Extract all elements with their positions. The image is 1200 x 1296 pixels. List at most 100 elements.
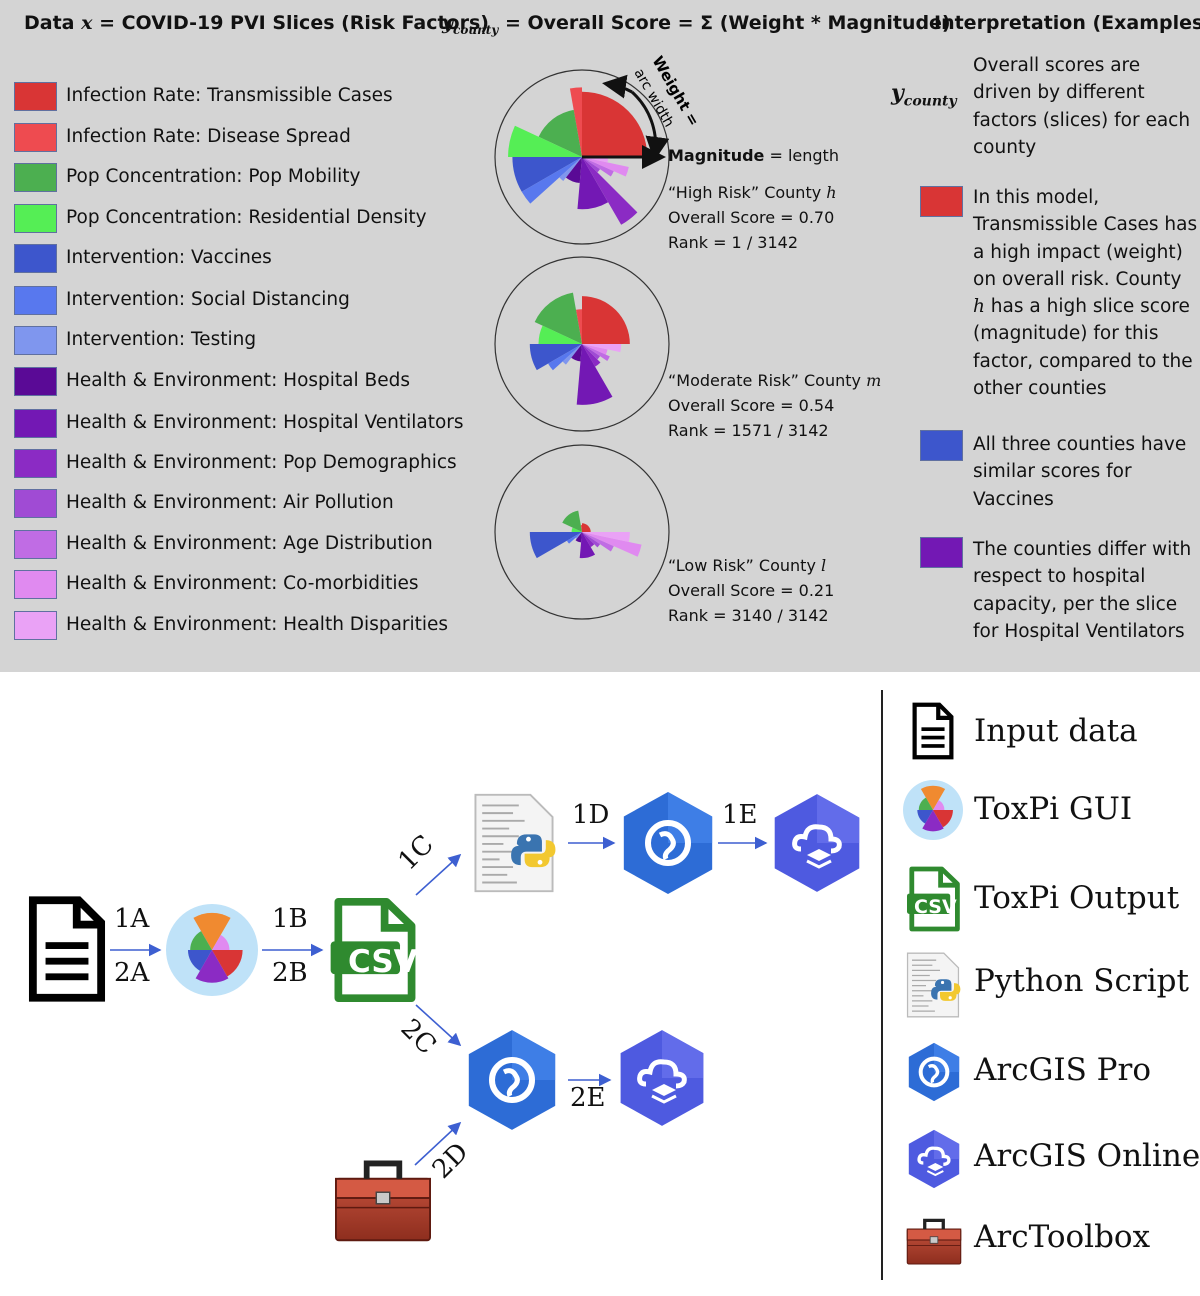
pie-slice [582,157,638,225]
interpretation-text-3: All three counties have similar scores f… [973,434,1187,510]
key-python-script-icon [906,952,962,1018]
legend-label: Health & Environment: Air Pollution [66,492,394,513]
pie-slice [190,931,212,950]
pie-slice [576,344,613,405]
pie-slice [529,532,582,559]
moderate-risk-caption: “Moderate Risk” County m Overall Score =… [668,371,882,440]
legend-swatch [14,244,57,273]
pie-slice [187,950,212,971]
key-divider [881,690,883,1280]
pie-slice [922,810,944,832]
pie-slice [562,510,582,532]
y-county-label: ycounty [891,80,957,110]
legend-swatch [14,82,57,111]
pie-slice [559,157,582,181]
pie-slice [582,157,614,177]
label-1e: 1E [722,800,758,830]
pie-slice [548,344,582,371]
legend-label: Intervention: Testing [66,329,257,350]
pie-slice [933,800,945,810]
pie-slice [534,292,582,344]
pie-slice [582,344,601,360]
pie-slice [582,344,622,353]
pie-outline-circle [494,256,670,432]
toxpi-pie-moderate-risk [494,256,670,432]
legend-label: Health & Environment: Pop Demographics [66,452,457,473]
magnitude-label: Magnitude = length [668,146,839,165]
pie-slice [538,109,582,157]
interpretation-text-4: The counties differ with respect to hosp… [973,539,1192,642]
pie-slice [195,950,229,983]
pie-slice [212,950,243,977]
pie-slice [562,344,582,365]
legend-swatch [14,570,57,599]
pie-slice [582,532,630,542]
pie-slice [569,87,582,157]
legend-label: Health & Environment: Age Distribution [66,533,433,554]
workflow-arrows [110,836,768,1166]
header-overall-score: ycounty = Overall Score = Σ (Weight * Ma… [442,12,951,37]
label-2a: 2A [114,958,150,988]
label-1b: 1B [272,904,308,934]
pie-slice [538,325,582,344]
key-csv-icon-text: CSV [914,896,957,918]
weight-arc-arrow-back [602,74,633,99]
pie-slice [571,527,582,532]
legend-swatch [14,489,57,518]
legend-swatch [14,409,57,438]
legend-swatch [14,123,57,152]
pie-slice [582,344,610,362]
label-2b: 2B [272,958,308,988]
key-label-toxpi-gui: ToxPi GUI [974,791,1133,827]
high-risk-caption: “High Risk” County h Overall Score = 0.7… [668,183,837,252]
interpretation-swatch-vaccines [920,430,963,461]
low-risk-caption: “Low Risk” County l Overall Score = 0.21… [668,556,835,625]
key-document-icon [915,705,952,758]
header-data-slices: Data x = COVID-19 PVI Slices (Risk Facto… [24,12,489,34]
pie-slice [582,532,601,548]
pie-slice [579,532,596,559]
legend-label: Infection Rate: Disease Spread [66,126,351,147]
toxpi-pie-high-risk [494,69,670,245]
pie-slice [933,810,953,828]
toxpi-gui-icon [166,904,258,996]
pie-slice [565,157,582,184]
legend-swatch [14,367,57,396]
pie-slice [212,934,230,950]
csv-icon-text: CSV [348,944,418,980]
legend-swatch [14,530,57,559]
pie-slice [571,344,582,362]
arcgis-pro-icon-2c [468,1030,556,1130]
legend-label: Health & Environment: Hospital Beds [66,370,410,391]
pie-slice [566,532,582,544]
interpretation-swatch-ventilators [920,537,963,568]
pie-slice [582,91,648,157]
legend-swatch [14,163,57,192]
key-label-arcgis-pro: ArcGIS Pro [974,1052,1152,1088]
header-interpretation: Interpretation (Examples) [934,12,1200,34]
legend-label: Health & Environment: Health Disparities [66,614,449,635]
legend-swatch [14,204,57,233]
toxpi-pie-low-risk [494,444,670,620]
pie-slice [582,532,614,552]
interpretation-text-2: In this model, Transmissible Cases has a… [973,187,1198,400]
pie-slice [582,523,591,532]
key-arctoolbox-icon [905,1218,963,1266]
pie-slice [577,157,609,210]
legend-label: Intervention: Social Distancing [66,289,350,310]
pie-slice [575,532,582,543]
pie-slice [529,344,582,371]
python-script-icon [474,793,557,893]
key-arcgis-pro-icon [908,1042,960,1102]
pie-slice [582,532,642,557]
arcgis-online-icon-1e [774,794,860,892]
pie-slice [512,157,582,192]
pie-slice [575,532,582,539]
pie-slice [582,157,629,177]
interpretation-swatch-transmissible [920,186,963,217]
label-1d: 1D [572,800,610,830]
legend-swatch [14,611,57,640]
legend-label: Infection Rate: Transmissible Cases [66,85,393,106]
key-label-arcgis-online: ArcGIS Online [974,1138,1200,1174]
